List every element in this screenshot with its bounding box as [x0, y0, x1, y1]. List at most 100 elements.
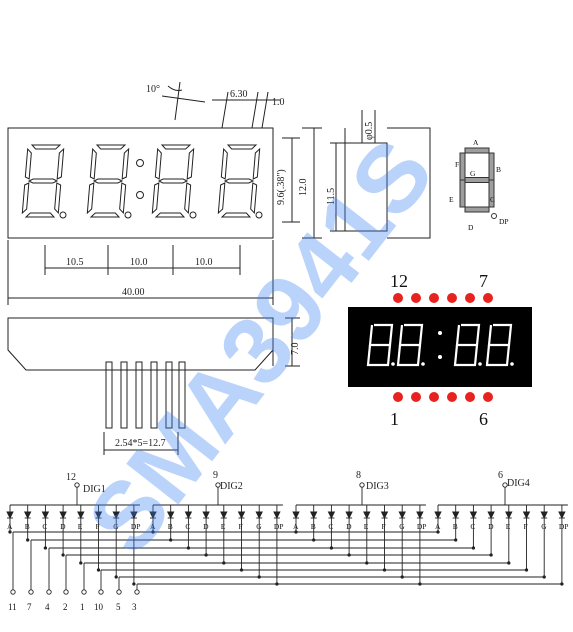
diode-symbol — [59, 511, 67, 520]
legend-dp-dot — [491, 213, 497, 219]
segment-letter: F — [524, 522, 528, 531]
common-pin-terminal — [502, 482, 508, 488]
diode-symbol — [202, 511, 210, 520]
digit-segment-outline — [250, 182, 258, 215]
junction-dot — [43, 546, 48, 550]
diode-symbol — [94, 511, 103, 520]
segment-letter: A — [435, 522, 441, 531]
photo-pin-dot — [411, 293, 421, 303]
digit-segment-outline — [86, 182, 95, 215]
segment-letter: B — [453, 522, 458, 531]
legend-letter-e: E — [449, 195, 454, 204]
digit-segment-outline — [223, 178, 255, 184]
segment-letter: D — [60, 522, 66, 531]
diode-symbol — [363, 511, 371, 520]
junction-dot — [132, 582, 136, 586]
legend-segment — [464, 206, 490, 213]
dig1-label: DIG1 — [83, 484, 106, 495]
diode-symbol — [237, 511, 246, 520]
diode-symbol — [558, 511, 566, 520]
legend-letter-c: C — [490, 195, 495, 204]
pitch-dim-lines — [7, 240, 274, 305]
dim-w-pitch: 6.30 — [230, 89, 248, 100]
right-dim-lines — [282, 127, 322, 239]
segment-letter: G — [113, 522, 119, 531]
digit-segment-outline — [92, 178, 124, 184]
dim-body-height: 12.0 — [298, 179, 309, 197]
photo-pin-dot — [429, 293, 439, 303]
common-pin-terminal — [215, 482, 221, 488]
digit-segment-outline — [220, 212, 252, 218]
front-digits — [21, 144, 263, 219]
output-pin-terminal — [28, 589, 34, 595]
dim-pitch3: 10.0 — [195, 257, 213, 268]
photo-pin-dot — [429, 392, 439, 402]
junction-dot — [61, 553, 65, 557]
pin-leads — [105, 361, 186, 429]
digit-segment-outline — [119, 182, 127, 215]
dig3-label: DIG3 — [366, 481, 389, 492]
photo-pin-dot — [393, 392, 403, 402]
legend-letter-dp: DP — [499, 217, 509, 226]
bottom-pin-label: 7 — [27, 602, 32, 612]
common-pin-terminal — [74, 482, 80, 488]
diode-symbol — [309, 511, 318, 520]
decimal-point — [59, 211, 67, 219]
bottom-pin-label: 1 — [80, 602, 85, 612]
decimal-point — [255, 211, 263, 219]
legend-letter-f: F — [455, 160, 459, 169]
output-pin-terminal — [134, 589, 140, 595]
diode-symbol — [184, 511, 193, 520]
output-pin-terminal — [98, 589, 104, 595]
dig1-pin: 12 — [66, 472, 76, 483]
bottom-pin-label: 10 — [94, 602, 104, 612]
photo-pin-dot — [447, 392, 457, 402]
bottom-pin-label: 5 — [116, 602, 121, 612]
digit-segment-outline — [226, 144, 258, 150]
photo-pin-dot — [483, 293, 493, 303]
legend-segment — [459, 152, 466, 181]
front-colons — [136, 159, 144, 199]
photo-pin-dots — [393, 293, 493, 402]
bottom-pin-label: 11 — [8, 602, 17, 612]
dim-total: 40.00 — [122, 287, 145, 298]
photo-digits — [366, 323, 514, 367]
dim-diameter: φ0.5 — [364, 122, 375, 140]
segment-letter: C — [42, 522, 47, 531]
segment-letter: DP — [417, 522, 427, 531]
junction-dot — [8, 530, 12, 534]
dim-side-height: 11.5 — [326, 188, 337, 205]
dim-pitch1: 10.5 — [66, 257, 84, 268]
dig3-pin: 8 — [356, 470, 361, 481]
bottom-pin-label: 2 — [63, 602, 68, 612]
digit-segment-outline — [151, 182, 160, 215]
digit-segment-outline — [27, 178, 59, 184]
segment-letter: E — [506, 522, 511, 531]
output-pin-terminal — [81, 589, 87, 595]
photo-digit-bottom — [485, 344, 511, 367]
segment-letter: DP — [274, 522, 284, 531]
digit-segment-outline — [30, 144, 62, 150]
segment-letter: A — [150, 522, 156, 531]
junction-dot — [114, 575, 118, 579]
diode-symbol — [273, 511, 281, 520]
segment-letter: E — [78, 522, 83, 531]
diode-symbol — [345, 511, 353, 520]
output-pin-terminal — [46, 589, 52, 595]
decimal-point — [124, 211, 132, 219]
output-pin-terminal — [116, 589, 122, 595]
diode-symbol — [41, 511, 50, 520]
diode-symbol — [505, 511, 513, 520]
colon-dot-upper — [136, 159, 144, 167]
junction-dot — [26, 538, 30, 542]
segment-letter: C — [185, 522, 190, 531]
diode-symbol — [130, 511, 138, 520]
display-photo — [348, 307, 532, 387]
digit-segment-outline — [56, 147, 65, 180]
pin-lead — [105, 361, 113, 429]
digit-segment-outline — [154, 212, 186, 218]
diode-symbol — [434, 511, 442, 520]
pin-lead — [150, 361, 158, 429]
segment-letter: F — [239, 522, 243, 531]
